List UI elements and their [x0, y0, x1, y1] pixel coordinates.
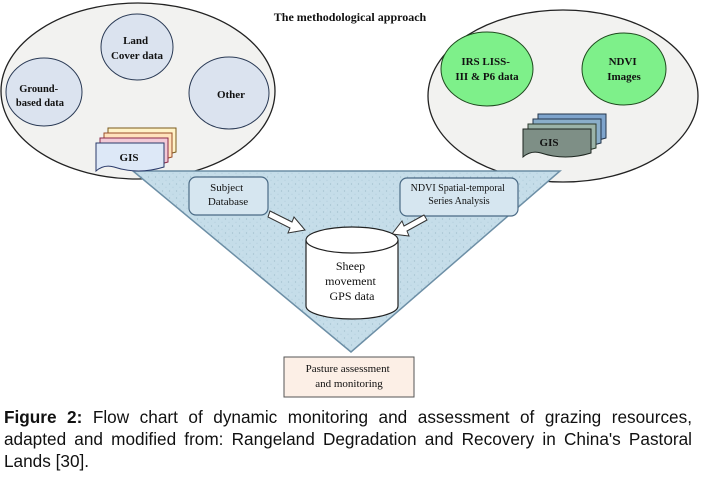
arrow-ndvi-to-sheep — [391, 214, 428, 237]
svg-text:Pasture assessment and mon: Pasture assessment and monitoring — [306, 363, 393, 390]
other-bubble — [188, 56, 270, 130]
ndvi-series-box — [399, 177, 519, 217]
ndvi-images-bubble — [581, 32, 667, 106]
irs-liss-bubble — [440, 31, 534, 107]
svg-text:Ground- based data: Ground- based data — [16, 84, 65, 109]
pasture-box — [283, 356, 415, 398]
methodology-diagram: The methodological approach Land Cover d… — [0, 2, 699, 398]
right-gis-layers — [522, 113, 607, 159]
svg-text:IRS LISS- III & P6 data: IRS LISS- III & P6 data — [455, 56, 519, 83]
sheep-label-line2: movement — [325, 274, 376, 288]
ground-based-label-line2: based data — [16, 98, 65, 109]
ndvi-series-line2: Series Analysis — [428, 196, 489, 207]
svg-text:NDVI Spatial-temporal Seri: NDVI Spatial-temporal Series Analysis — [411, 183, 508, 207]
other-label: Other — [217, 89, 245, 101]
svg-text:Sheep movement GPS dat: Sheep movement GPS data — [325, 259, 379, 303]
ndvi-series-line1: NDVI Spatial-temporal — [411, 183, 505, 194]
subject-database-line2: Database — [208, 196, 248, 208]
diagram-title: The methodological approach — [274, 10, 427, 24]
svg-text:Land Cover data: Land Cover data — [111, 35, 164, 62]
caption-text: Flow chart of dynamic monitoring and ass… — [4, 407, 692, 471]
sheep-label-line1: Sheep — [336, 259, 365, 273]
pasture-line1: Pasture assessment — [306, 363, 390, 375]
irs-liss-label-line2: III & P6 data — [455, 71, 519, 83]
arrow-subject-to-sheep — [267, 210, 306, 234]
ground-based-label-line1: Ground- — [19, 84, 58, 95]
caption-label: Figure 2: — [4, 407, 83, 427]
land-cover-label-line1: Land — [123, 35, 148, 47]
svg-text:NDVI Images: NDVI Images — [607, 56, 641, 83]
sheep-gps-cylinder — [305, 226, 399, 320]
svg-text:Subject Database: Subject Database — [208, 182, 248, 208]
ndvi-images-label-line1: NDVI — [609, 56, 637, 68]
figure-caption: Figure 2: Flow chart of dynamic monitori… — [4, 406, 692, 472]
left-gis-label: GIS — [120, 152, 139, 164]
land-cover-label-line2: Cover data — [111, 50, 164, 62]
right-gis-label: GIS — [540, 137, 559, 149]
subject-database-line1: Subject — [210, 182, 243, 194]
ground-based-bubble — [5, 57, 83, 127]
left-data-sources-ellipse — [0, 2, 276, 180]
land-cover-bubble — [100, 13, 174, 81]
left-gis-layers — [95, 127, 177, 173]
subject-database-box — [188, 176, 269, 216]
sheep-label-line3: GPS data — [330, 289, 376, 303]
pasture-line2: and monitoring — [315, 378, 383, 390]
irs-liss-label-line1: IRS LISS- — [461, 56, 510, 68]
ndvi-images-label-line2: Images — [607, 71, 641, 83]
